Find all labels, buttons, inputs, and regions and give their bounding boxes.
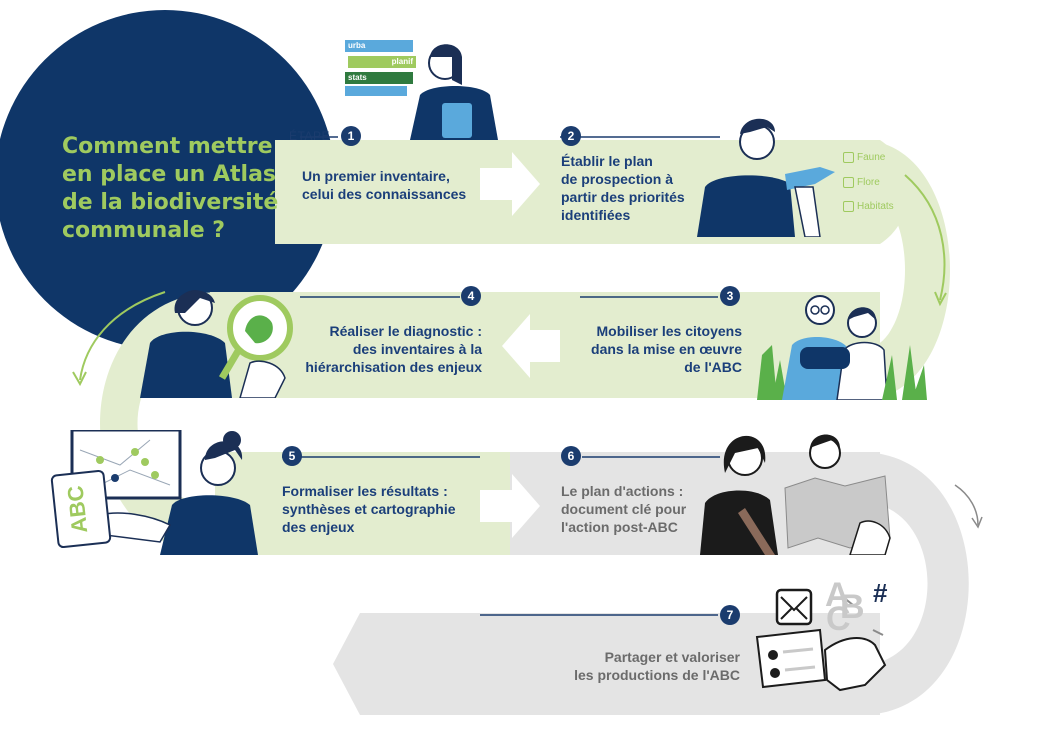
illustration-books-person: urba planif stats <box>340 35 500 140</box>
arrow-right-1 <box>480 152 540 216</box>
band-row-3-green <box>215 452 510 555</box>
etape-label: ÉTAPE <box>289 129 330 143</box>
letter-c: C <box>826 600 851 638</box>
step-1-number: 1 <box>341 126 361 146</box>
arrow-right-2 <box>480 474 540 538</box>
step-2-text: Établir le plan de prospection à partir … <box>561 153 685 223</box>
notebook: ABC <box>50 469 112 549</box>
illustration-citizens-binoculars <box>752 285 932 401</box>
step-6-number: 6 <box>561 446 581 466</box>
illustration-checklist-person <box>695 112 845 238</box>
checklist-flore: Flore <box>843 177 880 188</box>
book-urba: urba <box>345 40 413 52</box>
step-7-number: 7 <box>720 605 740 625</box>
illustration-map-reading-people <box>700 428 900 556</box>
step-7-text: Partager et valoriser les productions de… <box>574 649 740 683</box>
check-icon <box>843 152 854 163</box>
page-title: Comment mettre en place un Atlas de la b… <box>62 134 279 243</box>
step-3-text: Mobiliser les citoyens dans la mise en œ… <box>591 323 742 375</box>
step-5-text: Formaliser les résultats : synthèses et … <box>282 483 456 535</box>
illustration-communication <box>745 575 905 715</box>
title-circle <box>0 10 335 350</box>
band-row-4 <box>333 613 880 715</box>
book-extra <box>345 86 407 96</box>
curve-right-2 <box>860 452 969 715</box>
step-4-text: Réaliser le diagnostic : des inventaires… <box>305 323 482 375</box>
arrow-left-1 <box>502 314 560 378</box>
book-stats: stats <box>345 72 413 84</box>
step-6-text: Le plan d'actions : document clé pour l'… <box>561 483 687 535</box>
illustration-magnifier-person <box>140 283 300 399</box>
hash-icon: # <box>873 578 888 608</box>
letter-a: A <box>825 576 850 614</box>
checkbox-icon <box>843 177 854 188</box>
step-3-number: 3 <box>720 286 740 306</box>
checkbox-icon <box>843 201 854 212</box>
step-5-number: 5 <box>282 446 302 466</box>
book-planif: planif <box>348 56 416 68</box>
notebook-label: ABC <box>62 484 93 535</box>
letter-b: B <box>840 588 865 626</box>
step-2-number: 2 <box>561 126 581 146</box>
checklist-habitats: Habitats <box>843 201 894 212</box>
curve-right-1 <box>860 140 950 400</box>
step-1-text: Un premier inventaire, celui des connais… <box>302 168 467 202</box>
checklist-faune: Faune <box>843 152 885 163</box>
step-4-number: 4 <box>461 286 481 306</box>
